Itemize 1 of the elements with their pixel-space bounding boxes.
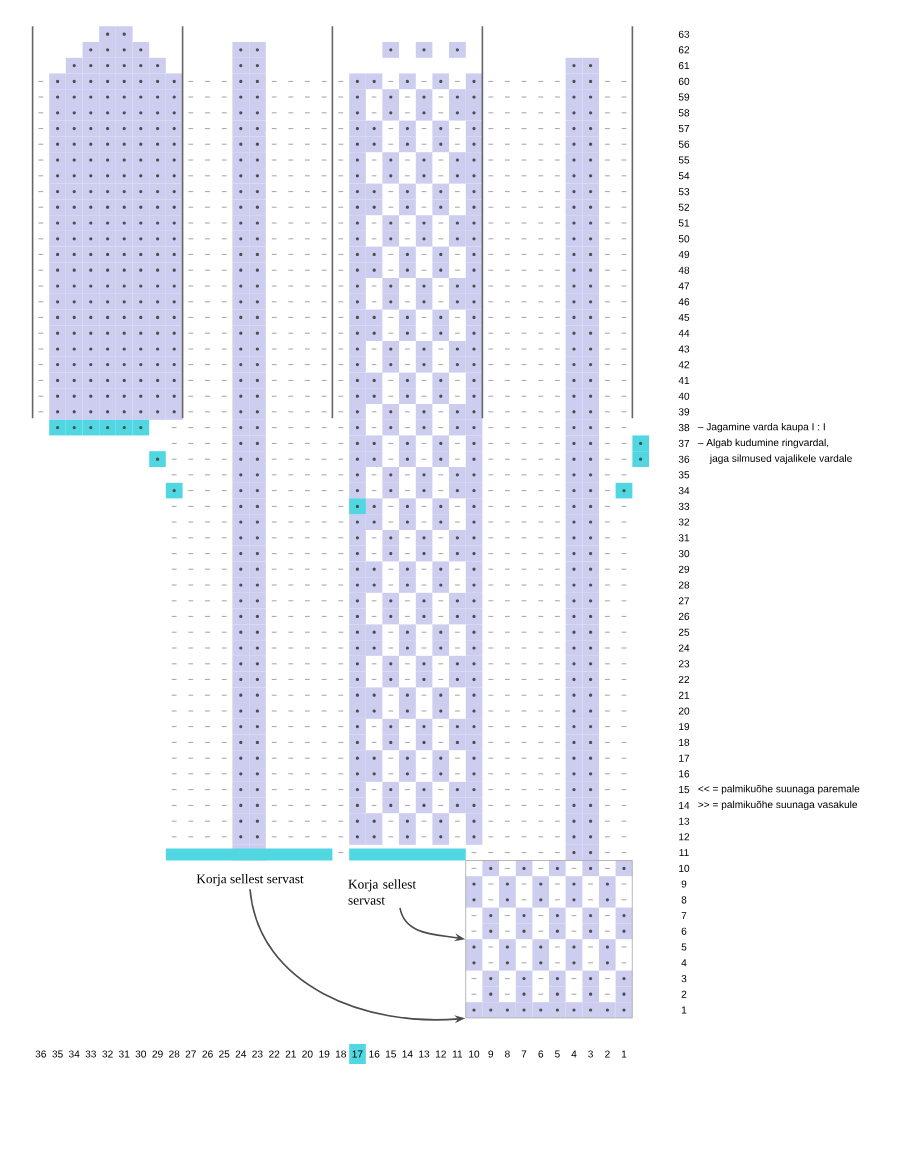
chart-block <box>465 860 633 1019</box>
